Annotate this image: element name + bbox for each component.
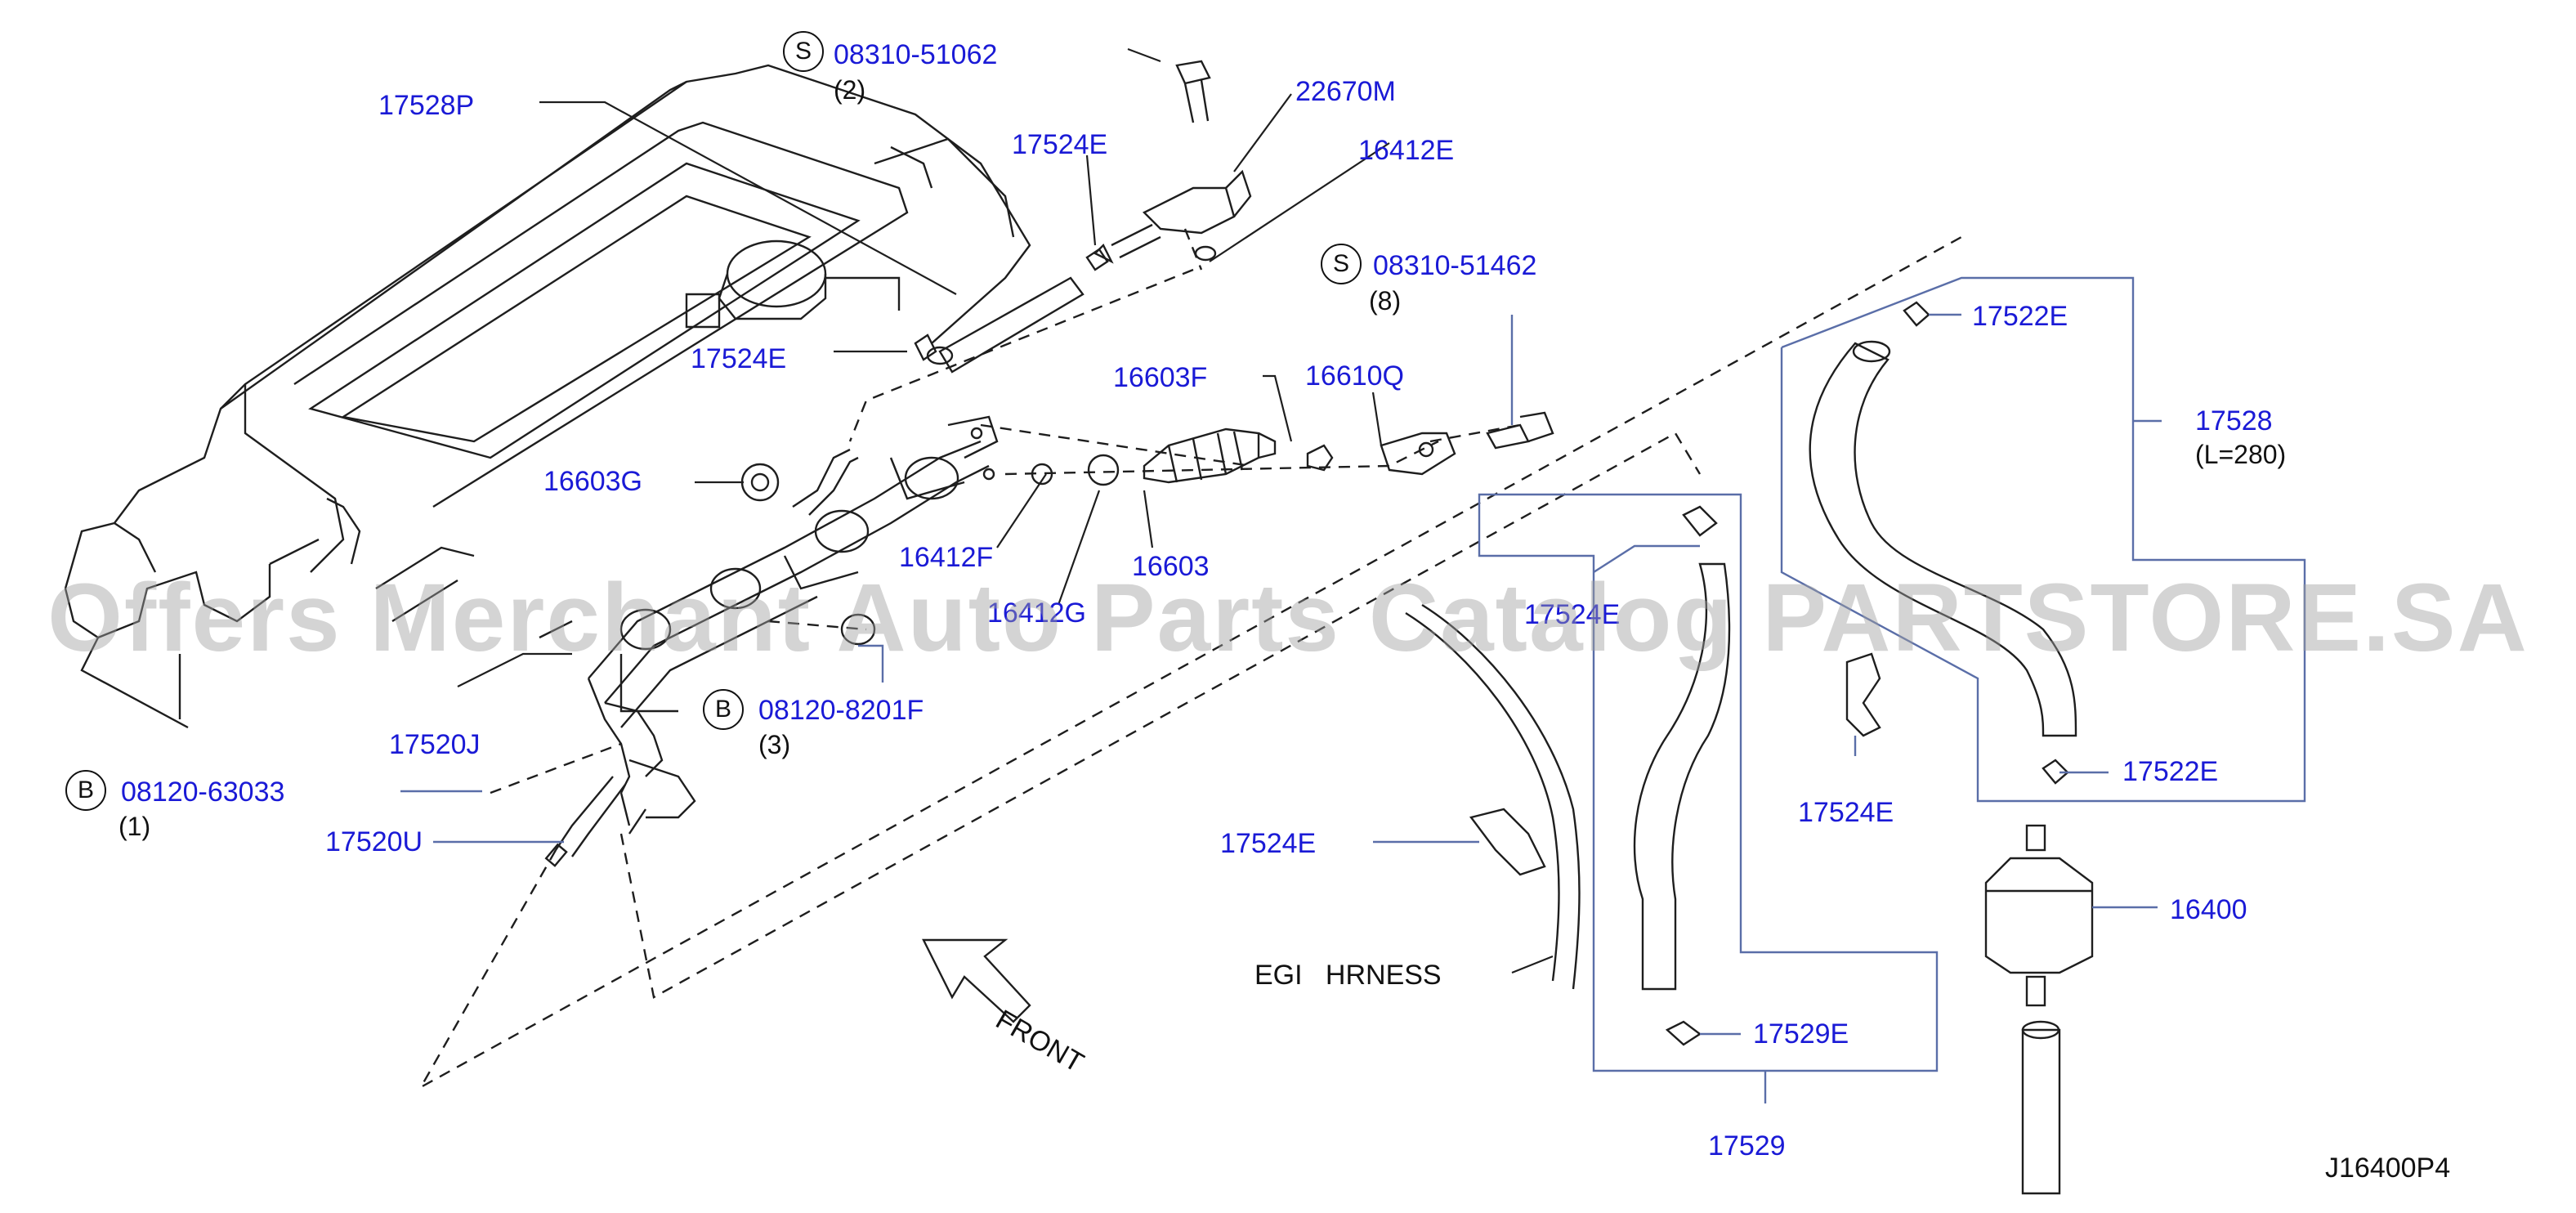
badge-b-2: B: [65, 770, 106, 811]
part-label-16412G[interactable]: 16412G: [987, 598, 1086, 629]
part-label-17529E[interactable]: 17529E: [1753, 1018, 1849, 1050]
part-label-08120-8201F[interactable]: 08120-8201F: [758, 695, 924, 726]
part-label-17529[interactable]: 17529: [1708, 1130, 1786, 1162]
part-label-16610Q[interactable]: 16610Q: [1305, 360, 1404, 392]
injector-part: [1143, 411, 1554, 484]
engine-outline: [64, 64, 1031, 729]
harness: [1405, 603, 1881, 990]
qty-8: (8): [1369, 286, 1402, 316]
part-label-17524E-top[interactable]: 17524E: [1012, 129, 1108, 160]
part-label-17524E-right[interactable]: 17524E: [1798, 797, 1894, 828]
harness-label: EGI HRNESS: [1254, 960, 1442, 991]
part-label-17528-length: (L=280): [2195, 440, 2287, 469]
leader-lines: [400, 47, 2306, 1103]
part-label-08310-51462[interactable]: 08310-51462: [1373, 250, 1537, 281]
front-arrow-icon: [922, 938, 1031, 1023]
part-label-17528[interactable]: 17528: [2195, 405, 2273, 436]
part-label-08310-51062[interactable]: 08310-51062: [834, 39, 998, 70]
part-label-17524E-mid[interactable]: 17524E: [1524, 599, 1621, 630]
part-label-16603F[interactable]: 16603F: [1113, 362, 1208, 393]
hose-17528: [1809, 301, 2077, 785]
part-label-16400[interactable]: 16400: [2170, 894, 2247, 925]
badge-s-2: S: [1321, 244, 1362, 284]
part-label-17522E-top[interactable]: 17522E: [1972, 301, 2068, 332]
badge-b-1: B: [703, 689, 744, 730]
qty-1: (1): [119, 812, 151, 841]
part-label-17522E-bottom[interactable]: 17522E: [2122, 756, 2219, 787]
part-label-17524E-cap[interactable]: 17524E: [691, 343, 787, 374]
fuel-filter: [1984, 824, 2094, 1195]
part-label-16412F[interactable]: 16412F: [899, 542, 994, 573]
qty-2: (2): [834, 75, 866, 105]
fuel-rail-assembly: [544, 415, 1120, 867]
part-label-17528P[interactable]: 17528P: [378, 90, 475, 121]
assembly-dashed-lines: [418, 228, 1962, 1090]
qty-3: (3): [758, 730, 791, 759]
part-label-17524E-left[interactable]: 17524E: [1220, 828, 1317, 859]
part-label-17520J[interactable]: 17520J: [389, 729, 481, 760]
part-label-22670M[interactable]: 22670M: [1295, 76, 1396, 107]
part-label-16412E[interactable]: 16412E: [1358, 135, 1455, 166]
part-label-17520U[interactable]: 17520U: [325, 826, 423, 857]
part-label-16603[interactable]: 16603: [1132, 551, 1210, 582]
part-label-16603G[interactable]: 16603G: [543, 466, 642, 497]
part-label-08120-63033[interactable]: 08120-63033: [121, 777, 285, 808]
diagram-code: J16400P4: [2325, 1153, 2451, 1184]
pressure-regulator: [914, 60, 1252, 374]
badge-s-1: S: [783, 31, 824, 72]
hose-17529: [1633, 505, 1731, 1046]
